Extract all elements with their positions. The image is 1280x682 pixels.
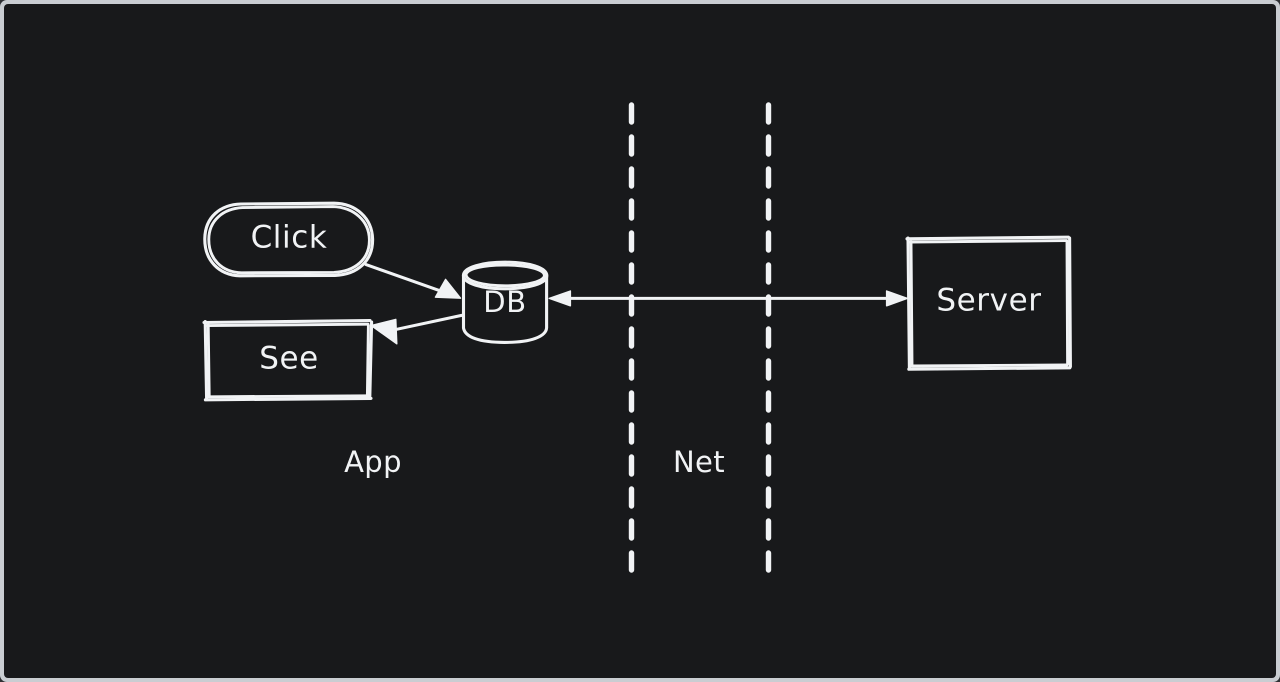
edge-click-to-db[interactable]: [364, 263, 462, 299]
node-db[interactable]: DB: [461, 260, 549, 344]
frame-label-net[interactable]: Net: [673, 445, 725, 479]
edge-db-to-server[interactable]: [548, 290, 909, 307]
diagram-scene: Click See DB: [202, 102, 1072, 575]
node-see-label: See: [259, 341, 319, 377]
drawing-canvas[interactable]: Click See DB: [4, 4, 1276, 678]
node-server-label: Server: [936, 283, 1041, 319]
node-click-label: Click: [251, 220, 328, 256]
frame-label-app[interactable]: App: [344, 445, 402, 479]
edge-db-to-see[interactable]: [370, 313, 464, 345]
node-server[interactable]: Server: [905, 235, 1072, 371]
node-db-label: DB: [483, 285, 526, 319]
node-see[interactable]: See: [202, 319, 374, 402]
node-click[interactable]: Click: [203, 201, 375, 278]
